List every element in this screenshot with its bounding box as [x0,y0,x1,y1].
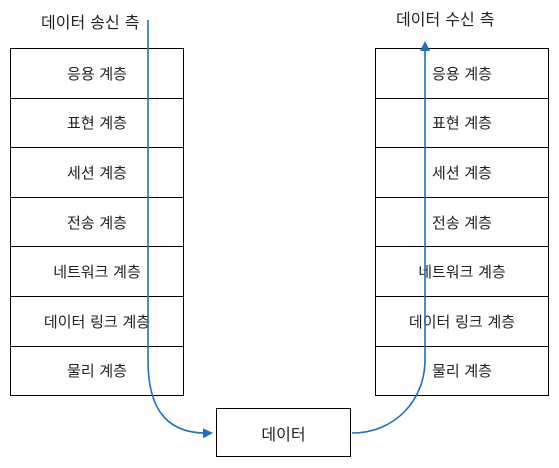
data-box-label: 데이터 [261,424,306,444]
sender-layer-application: 응용 계층 [11,49,183,99]
sender-layer-stack: 응용 계층 표현 계층 세션 계층 전송 계층 네트워크 계층 데이터 링크 계… [10,48,184,397]
receiver-layer-stack: 응용 계층 표현 계층 세션 계층 전송 계층 네트워크 계층 데이터 링크 계… [375,48,549,397]
sender-layer-transport: 전송 계층 [11,198,183,248]
receiver-layer-application: 응용 계층 [376,49,548,99]
receiver-layer-transport: 전송 계층 [376,198,548,248]
receiver-title: 데이터 수신 측 [396,10,495,29]
sender-layer-network: 네트워크 계층 [11,247,183,297]
sender-title: 데이터 송신 측 [41,13,140,32]
receiver-layer-data-link: 데이터 링크 계층 [376,297,548,347]
receiver-layer-physical: 물리 계층 [376,347,548,397]
sender-layer-physical: 물리 계층 [11,347,183,397]
sender-layer-session: 세션 계층 [11,148,183,198]
receiver-layer-network: 네트워크 계층 [376,247,548,297]
sender-layer-presentation: 표현 계층 [11,99,183,149]
sender-layer-data-link: 데이터 링크 계층 [11,297,183,347]
receiver-layer-session: 세션 계층 [376,148,548,198]
data-box: 데이터 [216,408,351,457]
receiver-layer-presentation: 표현 계층 [376,99,548,149]
